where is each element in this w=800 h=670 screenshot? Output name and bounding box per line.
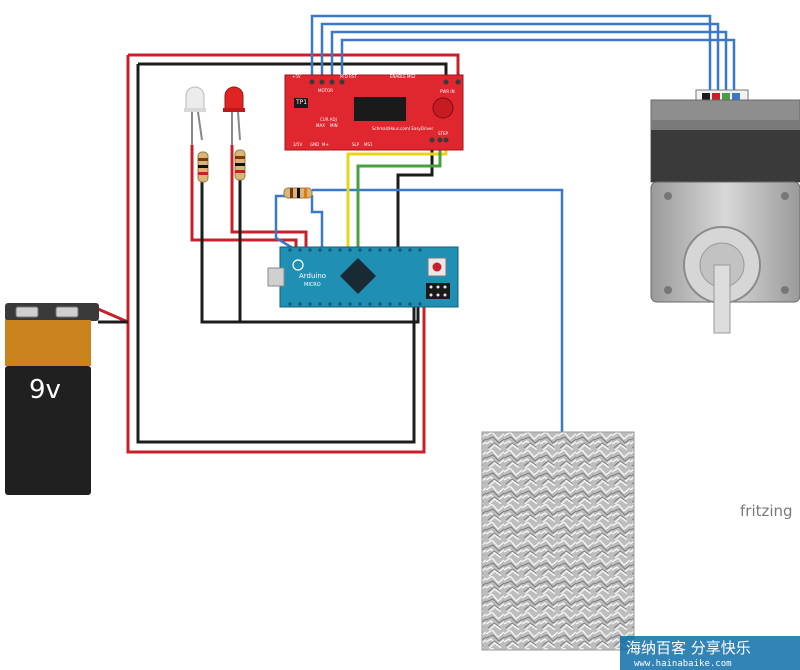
driver-label-3v5v: 3/5V xyxy=(293,142,302,147)
icsp-header xyxy=(426,283,450,299)
driver-regulator xyxy=(294,98,308,108)
fritzing-logo: fritzing xyxy=(740,502,793,520)
wire-blue-motor-3 xyxy=(330,30,728,95)
driver-label-pfd: PFD RST xyxy=(340,74,357,79)
driver-label-ms1: MS1 xyxy=(364,142,373,147)
driver-label-motor: MOTOR xyxy=(318,88,333,93)
driver-credit: SchmalzHaus.com/ EasyDriver xyxy=(372,126,433,131)
driver-label-slp: SLP xyxy=(352,142,360,147)
easydriver-board: +5V PFD RST ENABLE MS2 MOTOR TP1 PWR IN … xyxy=(284,74,464,151)
wires-blue xyxy=(274,14,736,436)
wire-black-gnd-loop xyxy=(136,64,416,444)
wire-red-battery xyxy=(97,307,129,324)
arduino-brand: Arduino xyxy=(299,272,326,280)
wire-blue-sensor-2 xyxy=(312,188,564,436)
wire-red-power-loop xyxy=(126,55,426,454)
wires-red xyxy=(97,53,460,454)
usb-connector xyxy=(267,267,285,287)
arduino-model: MICRO xyxy=(304,282,321,288)
motor-shaft xyxy=(713,264,731,334)
driver-label-5v: +5V xyxy=(292,74,301,79)
driver-label-enable: ENABLE MS2 xyxy=(390,74,416,79)
arduino-logo-icon xyxy=(292,259,304,271)
arduino-pin-row xyxy=(288,248,422,306)
arduino-micro-board: Arduino MICRO xyxy=(267,246,459,308)
wire-green xyxy=(356,140,442,250)
resistor-sensor xyxy=(283,187,313,199)
driver-label-step: STEP xyxy=(438,131,449,136)
driver-label-min: MIN xyxy=(330,123,338,128)
potentiometer-icon xyxy=(432,97,454,119)
watermark-cn: 海纳百客 分享快乐 xyxy=(626,639,751,657)
wire-blue-motor-4 xyxy=(340,38,736,95)
resistor-led2 xyxy=(234,149,246,181)
driver-label-max: MAX xyxy=(316,123,325,128)
watermark-banner xyxy=(620,636,800,670)
resistor-led1 xyxy=(197,151,209,183)
led-white xyxy=(184,86,206,145)
wire-red-led2 xyxy=(230,145,308,250)
microcontroller-chip xyxy=(340,258,376,294)
wire-blue-sensor-1 xyxy=(274,194,297,252)
driver-label-pwr: PWR IN xyxy=(440,89,455,94)
wire-red-led1 xyxy=(190,145,298,250)
wire-black-led-gnd xyxy=(200,182,420,324)
battery-body-bottom xyxy=(5,366,91,495)
wire-red-top xyxy=(128,53,460,82)
foil-sensor xyxy=(481,431,635,651)
battery-9v: 9v xyxy=(5,303,99,495)
led-red xyxy=(223,86,245,145)
wires-black xyxy=(98,62,448,444)
driver-label-cur: CUR ADJ xyxy=(320,117,337,122)
driver-header-pins xyxy=(309,79,461,143)
wire-blue-sensor-3 xyxy=(310,195,324,250)
stepper-motor xyxy=(650,89,800,334)
battery-label: 9v xyxy=(29,375,61,405)
wire-blue-motor-1 xyxy=(310,14,712,95)
battery-body-top xyxy=(5,320,91,366)
wire-blue-motor-2 xyxy=(320,22,720,95)
driver-chip xyxy=(354,97,406,121)
wire-black-driver-gnd xyxy=(396,140,434,250)
driver-label-mplus: M+ xyxy=(322,142,329,147)
driver-label-tp1: TP1 xyxy=(295,99,307,106)
driver-label-gnd: GND xyxy=(310,142,319,147)
watermark-url: www.hainabaike.com xyxy=(634,659,732,669)
motor-band xyxy=(651,130,800,182)
